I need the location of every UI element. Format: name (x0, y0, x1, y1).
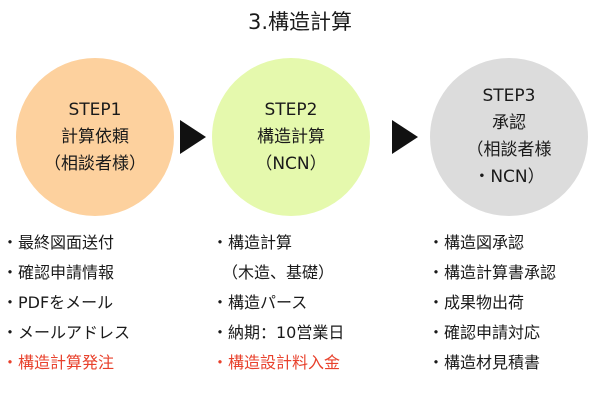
list-item: ・確認申請対応 (428, 323, 541, 342)
step3-owner: （相談者様 (466, 140, 552, 160)
list-item: ・構造材見積書 (428, 353, 541, 372)
step1-name: 計算依頼 (61, 126, 129, 147)
list-item: ・構造計算書承認 (428, 263, 557, 282)
step2-name: 構造計算 (257, 126, 325, 147)
page-title: 3.構造計算 (247, 10, 353, 34)
step1-circle: STEP1 計算依頼 （相談者様） (16, 58, 174, 216)
step3-label: STEP3 (482, 86, 536, 106)
list-item: ・構造パース (212, 293, 308, 312)
step3-owner-cont: ・NCN） (473, 167, 545, 187)
arrow-right-icon (180, 120, 206, 154)
step2-circle: STEP2 構造計算 （NCN） (212, 58, 370, 216)
list-item: ・メールアドレス (2, 323, 131, 342)
list-item: （木造、基礎） (222, 263, 335, 282)
step1-owner: （相談者様） (44, 153, 146, 174)
list-item: ・構造計算 (212, 233, 293, 252)
step2-owner: （NCN） (255, 153, 327, 174)
step1-label: STEP1 (68, 99, 122, 120)
arrow-right-icon (392, 120, 418, 154)
step3-name: 承認 (492, 113, 526, 133)
list-item: ・成果物出荷 (428, 293, 525, 312)
list-item: ・最終図面送付 (2, 233, 115, 252)
step3-task-list: ・構造図承認 ・構造計算書承認 ・成果物出荷 ・確認申請対応 ・構造材見積書 (428, 228, 556, 378)
list-item: ・確認申請情報 (2, 263, 115, 282)
list-item: ・構造計算発注 (2, 353, 115, 372)
step3-circle: STEP3 承認 （相談者様 ・NCN） (430, 58, 588, 216)
step2-label: STEP2 (264, 99, 318, 120)
step2-task-list: ・構造計算 （木造、基礎） ・構造パース ・納期：10営業日 ・構造設計料入金 (212, 228, 344, 378)
list-item: ・構造設計料入金 (212, 353, 341, 372)
list-item: ・構造図承認 (428, 233, 525, 252)
list-item: ・PDFをメール (2, 293, 114, 312)
step1-task-list: ・最終図面送付 ・確認申請情報 ・PDFをメール ・メールアドレス ・構造計算発… (2, 228, 130, 378)
list-item: ・納期：10営業日 (212, 323, 345, 342)
